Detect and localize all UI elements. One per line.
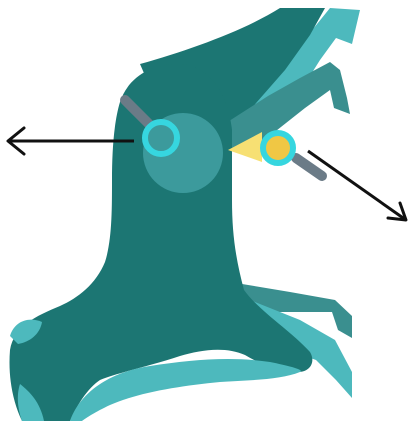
- arrow-down-right-icon: [308, 151, 406, 220]
